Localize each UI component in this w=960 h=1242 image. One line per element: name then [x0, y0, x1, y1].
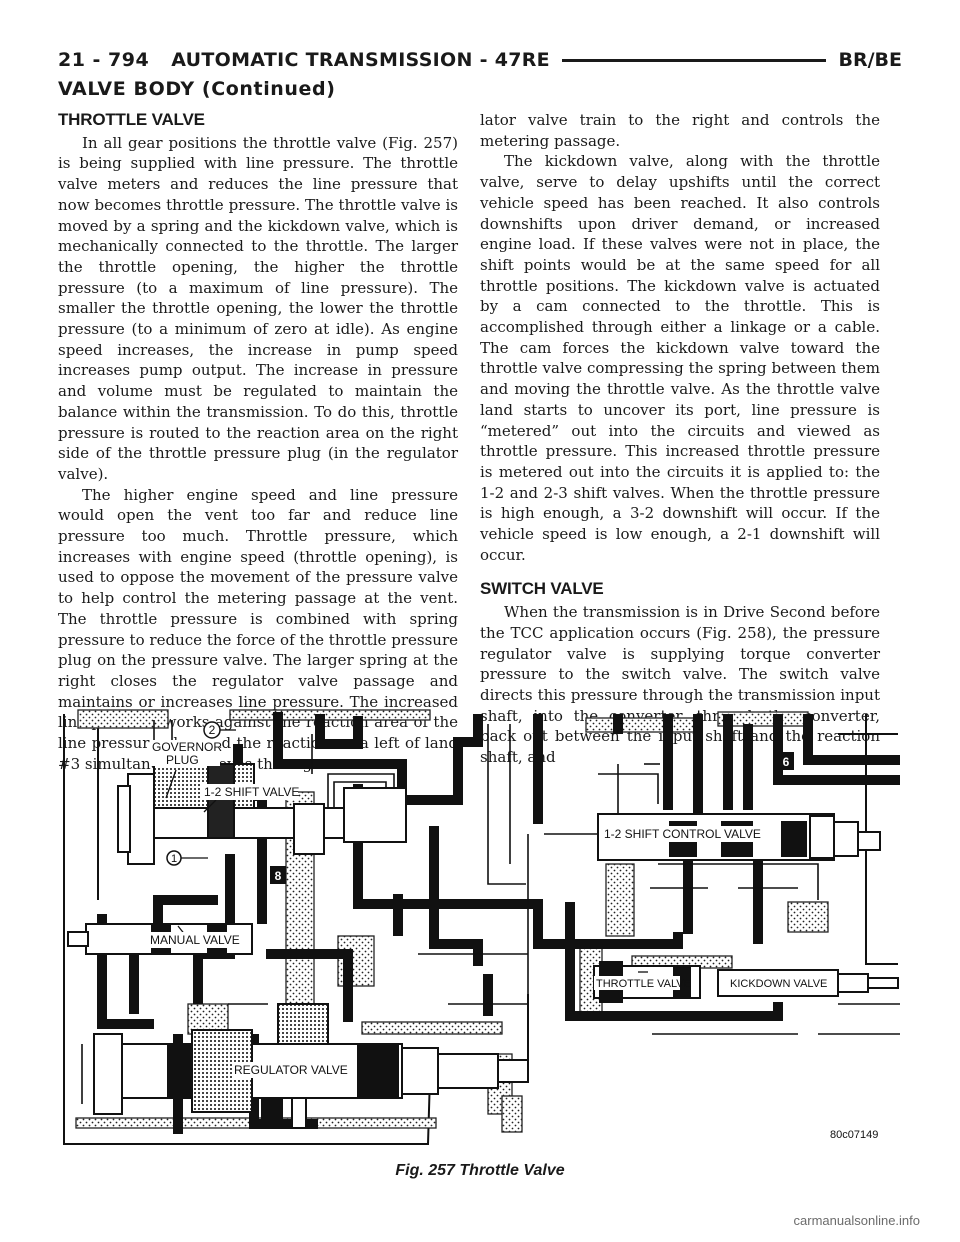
- text-column-right: lator valve train to the right and contr…: [480, 110, 880, 768]
- header-rule: [561, 58, 827, 62]
- marker-2-label: 2: [209, 723, 216, 737]
- shift-valve-12-label: 1-2 SHIFT VALVE: [204, 785, 299, 799]
- section-continued-title: VALVE BODY (Continued): [58, 78, 336, 100]
- paragraph: lator valve train to the right and contr…: [480, 111, 880, 150]
- paragraph: When the transmission is in Drive Second…: [480, 603, 880, 767]
- marker-8-label: 8: [275, 869, 282, 883]
- plug-label: PLUG: [166, 753, 199, 767]
- manual-valve-label: MANUAL VALVE: [150, 933, 240, 947]
- throttle-valve-label: THROTTLE VALVE: [596, 978, 691, 990]
- marker-6: 6: [778, 752, 794, 770]
- switch-valve-heading: SWITCH VALVE: [480, 579, 604, 599]
- leader-lines: [165, 769, 648, 973]
- throttle-valve-heading: THROTTLE VALVE: [58, 110, 205, 129]
- marker-6-label: 6: [783, 755, 790, 769]
- page-number: 21 - 794: [58, 49, 150, 71]
- model-code: BR/BE: [838, 49, 902, 71]
- kickdown-valve-label: KICKDOWN VALVE: [730, 978, 827, 990]
- marker-1-label: 1: [171, 853, 177, 865]
- thin-passages: [81, 720, 900, 1104]
- regulator-valve-label: REGULATOR VALVE: [234, 1063, 348, 1077]
- page-header: 21 - 794 AUTOMATIC TRANSMISSION - 47RE B…: [58, 46, 902, 74]
- figure-caption: Fig. 257 Throttle Valve: [395, 1162, 565, 1179]
- figure-code: 80c07149: [830, 1129, 878, 1141]
- chapter-title: AUTOMATIC TRANSMISSION - 47RE: [171, 49, 550, 71]
- marker-8: 8: [270, 866, 286, 884]
- hydraulic-circuit-figure: 1 2 6 8 GOVERNOR PLUG 1-2: [58, 704, 902, 1154]
- shift-control-valve-label: 1-2 SHIFT CONTROL VALVE: [604, 827, 761, 841]
- paragraph: In all gear positions the throttle valve…: [58, 133, 458, 483]
- governor-label: GOVERNOR: [152, 740, 222, 754]
- paragraph: The kickdown valve, along with the throt…: [480, 152, 880, 564]
- marker-2: 2: [203, 721, 236, 739]
- marker-1: 1: [166, 850, 208, 866]
- valve-body-schematic: 1 2 6 8 GOVERNOR PLUG 1-2: [63, 709, 900, 1145]
- text-column-left: THROTTLE VALVE In all gear positions the…: [58, 110, 458, 775]
- watermark: carmanualsonline.info: [793, 1213, 920, 1228]
